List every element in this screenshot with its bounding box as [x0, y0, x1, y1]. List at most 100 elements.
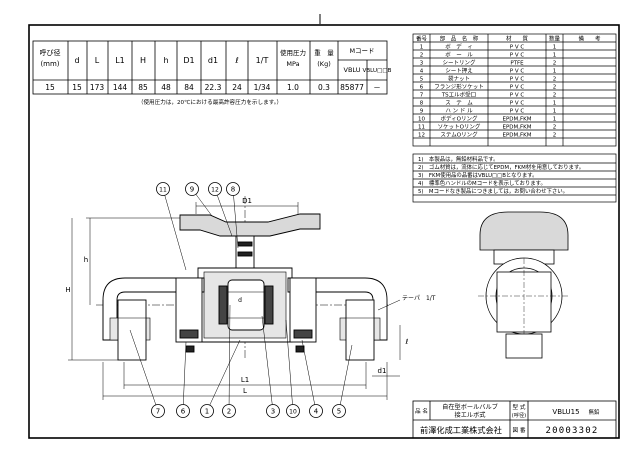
parts-cell-r0-c1: ボ デ ィ [445, 42, 473, 50]
balloon-label: 2 [227, 407, 231, 415]
header-H: H [140, 56, 146, 65]
parts-cell-r8-c0: 9 [420, 108, 424, 114]
note-2: 2) ゴム材質は，流体に応じてEPDM，FKM材を用意しております。 [418, 163, 584, 171]
parts-cell-r7-c0: 8 [420, 100, 424, 106]
header-h: h [163, 56, 168, 65]
tb-drawing-no: 20003302 [546, 426, 599, 436]
parts-header-material: 材 質 [506, 35, 529, 43]
balloon-label: 10 [289, 408, 297, 415]
seat-ring-right [264, 285, 274, 325]
note-5: 5) Mコードなき製品につきましては，お問い合わせ下さい。 [418, 187, 568, 195]
row-mcode-a: 85877 [340, 83, 364, 92]
dimension-labels: D1 h H d ℓ d1 L1 L テーパ 1/T [65, 197, 435, 395]
tb-type-value: VBLU15 [552, 408, 579, 416]
parts-cell-r7-c3: 1 [553, 100, 557, 106]
parts-cell-r2-c2: PTFE [510, 60, 524, 66]
parts-cell-r1-c0: 2 [420, 52, 424, 58]
header-D1: D1 [183, 56, 194, 65]
parts-table [412, 33, 617, 147]
parts-cell-r10-c3: 2 [553, 124, 557, 130]
parts-cell-r8-c1: ハ ン ド ル [445, 108, 473, 114]
tb-company: 前澤化成工業株式会社 [420, 425, 502, 435]
parts-cell-r7-c2: P V C [510, 100, 525, 106]
header-weight: 重 量 [314, 49, 334, 57]
dim-L: L [243, 387, 247, 395]
parts-cell-r11-c3: 2 [553, 132, 557, 138]
parts-cell-r6-c0: 7 [420, 92, 424, 98]
parts-cell-r6-c1: TSエルボ受口 [441, 90, 476, 98]
dim-d1: d1 [378, 367, 387, 375]
parts-cell-r5-c1: フランジ形ソケット [434, 82, 484, 90]
parts-cell-r9-c2: EPDM,FKM [502, 116, 531, 122]
balloon-label: 6 [181, 407, 186, 415]
title-block-text: 品 名 自在型ボールバルブ 接エルボ式 型 式 (呼径) VBLU15 無鉛 前… [415, 403, 600, 436]
row-L: 173 [90, 83, 105, 92]
parts-header-remarks: 備 考 [578, 35, 601, 43]
balloon-leader [232, 188, 239, 249]
parts-cell-r8-c2: P V C [510, 108, 525, 114]
note-1: 1) 本製品は，無鉛材料品です。 [418, 155, 498, 163]
parts-cell-r8-c3: 1 [553, 108, 557, 114]
parts-cell-r10-c2: EPDM,FKM [502, 124, 531, 130]
parts-cell-r4-c1: 袋ナット [448, 74, 470, 82]
parts-cell-r7-c1: ス テ ム [445, 99, 473, 106]
parts-header-no: 番号 [416, 36, 428, 43]
balloon-circle [156, 182, 170, 196]
tb-type-label2: (呼径) [512, 411, 526, 419]
balloon-leader [228, 304, 231, 412]
parts-cell-r2-c1: シートリング [442, 58, 476, 66]
side-view [478, 211, 570, 359]
tb-type-label: 型 式 [513, 403, 526, 411]
parts-cell-r11-c2: EPDM,FKM [502, 132, 531, 138]
parts-cell-r0-c2: P V C [510, 44, 525, 50]
header-size: 呼び径 [40, 48, 61, 57]
dim-taper: テーパ 1/T [402, 295, 436, 302]
row-D1: 84 [184, 83, 194, 92]
balloon-leader [206, 339, 241, 412]
row-pressure: 1.0 [287, 83, 299, 92]
parts-header-name: 部 品 名 称 [440, 35, 479, 43]
parts-cell-r4-c0: 5 [420, 76, 424, 82]
balloon-circle [208, 182, 222, 196]
header-1T: 1/T [256, 56, 269, 65]
parts-cell-r1-c3: 1 [553, 52, 557, 58]
header-pressure: 使用圧力 [280, 48, 306, 57]
notes-text: 1) 本製品は，無鉛材料品です。 2) ゴム材質は，流体に応じてEPDM，FKM… [418, 155, 584, 195]
balloon-circle [226, 182, 240, 196]
tb-drawing-no-label: 図 番 [513, 427, 526, 434]
balloon-label: 11 [159, 186, 167, 193]
parts-cell-r3-c1: シート押え [445, 66, 473, 74]
balloon-label: 3 [271, 407, 275, 415]
parts-cell-r1-c2: P V C [510, 52, 525, 58]
seat-ring-left [218, 285, 228, 325]
parts-cell-r5-c0: 6 [420, 84, 424, 90]
balloon-leader [214, 188, 233, 237]
row-d: 15 [72, 83, 82, 92]
dim-d: d [238, 297, 242, 304]
dim-H: H [65, 286, 70, 294]
balloon-leader [129, 329, 159, 412]
parts-cell-r5-c3: 2 [553, 84, 557, 90]
balloon-circle [200, 404, 214, 418]
parts-header-qty: 数量 [549, 35, 561, 43]
ball [227, 279, 265, 331]
header-mcode: Mコード [349, 47, 374, 55]
balloon-leader [285, 319, 294, 412]
row-1T: 1/34 [254, 83, 271, 92]
header-d1: d1 [208, 56, 218, 65]
parts-cell-r10-c1: ソケットOリング [438, 122, 481, 130]
row-size: 15 [45, 83, 55, 92]
dim-L1: L1 [241, 376, 249, 384]
row-mcode-b: － [373, 83, 381, 92]
parts-cell-r0-c3: 1 [553, 44, 557, 50]
row-L1: 144 [113, 83, 128, 92]
parts-cell-r4-c3: 2 [553, 76, 557, 82]
spec-note: （使用圧力は，20℃における最高許容圧力を示します。） [138, 98, 282, 106]
header-size-unit: (mm) [40, 60, 59, 68]
header-L: L [95, 56, 100, 65]
balloon-label: 8 [231, 185, 235, 193]
spec-table [32, 40, 388, 95]
header-pressure-unit: MPa [286, 60, 299, 68]
